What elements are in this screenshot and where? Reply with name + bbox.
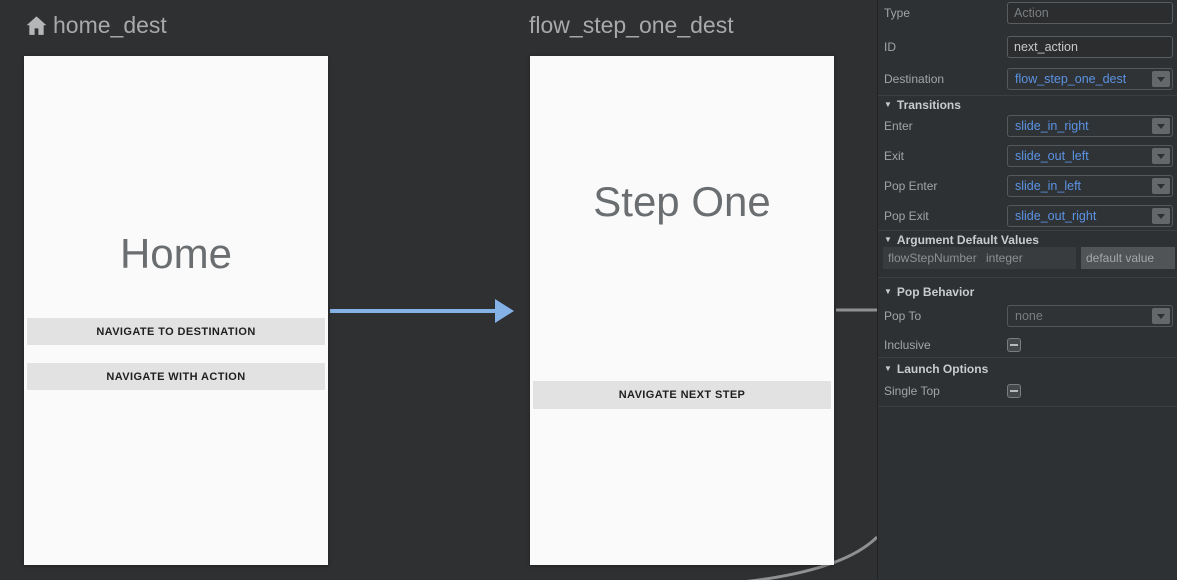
section-header-label: Pop Behavior [896, 285, 975, 299]
preview-button: NAVIGATE NEXT STEP [533, 381, 831, 409]
home-icon [26, 16, 47, 35]
pop-exit-transition-dropdown[interactable]: slide_out_right [1007, 205, 1173, 227]
section-divider [878, 95, 1177, 96]
single-top-checkbox[interactable] [1007, 384, 1021, 398]
exit-transition-dropdown[interactable]: slide_out_left [1007, 145, 1173, 167]
chevron-down-icon [1152, 308, 1170, 324]
single-top-label: Single Top [884, 384, 940, 398]
argument-default-value-field[interactable]: default value [1081, 247, 1175, 269]
id-label: ID [884, 40, 896, 54]
enter-transition-value: slide_in_right [1015, 119, 1089, 133]
type-label: Type [884, 6, 911, 20]
section-divider [878, 357, 1177, 358]
destination-preview-home[interactable]: Home NAVIGATE TO DESTINATION NAVIGATE WI… [24, 56, 328, 565]
id-field[interactable]: next_action [1007, 36, 1173, 58]
section-header-label: Argument Default Values [896, 233, 1039, 247]
preview-screen-title: Home [119, 230, 233, 277]
section-divider [878, 406, 1177, 407]
chevron-expanded-icon: ▼ [884, 364, 892, 373]
action-edge-arrow[interactable] [330, 299, 514, 323]
exit-transition-value: slide_out_left [1015, 149, 1089, 163]
nav-graph-canvas[interactable]: home_dest Home NAVIGATE TO DESTINATION N… [0, 0, 877, 580]
destination-title-label: home_dest [53, 12, 167, 38]
nav-edges [330, 299, 877, 580]
preview-button: NAVIGATE TO DESTINATION [27, 318, 325, 345]
chevron-expanded-icon: ▼ [884, 100, 892, 109]
type-field[interactable]: Action [1007, 2, 1173, 24]
pop-to-value: none [1015, 309, 1043, 323]
exit-label: Exit [884, 149, 905, 163]
offscreen-edge-bottom[interactable] [722, 535, 877, 580]
indeterminate-dash-icon [1010, 390, 1018, 392]
pop-exit-transition-value: slide_out_right [1015, 209, 1097, 223]
chevron-down-icon [1152, 148, 1170, 164]
destination-dropdown[interactable]: flow_step_one_dest [1007, 68, 1173, 90]
inclusive-label: Inclusive [884, 338, 931, 352]
chevron-expanded-icon: ▼ [884, 235, 892, 244]
argument-name-field[interactable]: flowStepNumber [883, 247, 981, 269]
destination-preview-flow-step-one[interactable]: Step One NAVIGATE NEXT STEP [530, 56, 834, 565]
chevron-down-icon [1152, 208, 1170, 224]
preview-button: NAVIGATE WITH ACTION [27, 363, 325, 390]
argument-defaults-section-header[interactable]: ▼ Argument Default Values [884, 232, 1039, 248]
destination-title-home[interactable]: home_dest [24, 12, 167, 39]
destination-title-flow-step-one[interactable]: flow_step_one_dest [529, 12, 734, 39]
attributes-panel: Type Action ID next_action Destination f… [877, 0, 1177, 580]
inclusive-checkbox[interactable] [1007, 338, 1021, 352]
pop-behavior-section-header[interactable]: ▼ Pop Behavior [884, 284, 974, 300]
preview-screen-title: Step One [593, 178, 771, 225]
pop-enter-transition-dropdown[interactable]: slide_in_left [1007, 175, 1173, 197]
chevron-down-icon [1152, 178, 1170, 194]
destination-title-label: flow_step_one_dest [529, 12, 734, 38]
section-header-label: Transitions [896, 98, 961, 112]
chevron-down-icon [1152, 71, 1170, 87]
destination-label: Destination [884, 72, 945, 86]
pop-exit-label: Pop Exit [884, 209, 929, 223]
pop-enter-transition-value: slide_in_left [1015, 179, 1082, 193]
section-divider [878, 230, 1177, 231]
section-divider [878, 277, 1177, 278]
enter-transition-dropdown[interactable]: slide_in_right [1007, 115, 1173, 137]
enter-label: Enter [884, 119, 913, 133]
launch-options-section-header[interactable]: ▼ Launch Options [884, 361, 988, 377]
pop-enter-label: Pop Enter [884, 179, 938, 193]
chevron-down-icon [1152, 118, 1170, 134]
destination-value: flow_step_one_dest [1015, 72, 1127, 86]
pop-to-label: Pop To [884, 309, 922, 323]
chevron-expanded-icon: ▼ [884, 287, 892, 296]
transitions-section-header[interactable]: ▼ Transitions [884, 97, 961, 113]
pop-to-dropdown[interactable]: none [1007, 305, 1173, 327]
argument-type-field[interactable]: integer [981, 247, 1076, 269]
section-header-label: Launch Options [896, 362, 989, 376]
indeterminate-dash-icon [1010, 344, 1018, 346]
